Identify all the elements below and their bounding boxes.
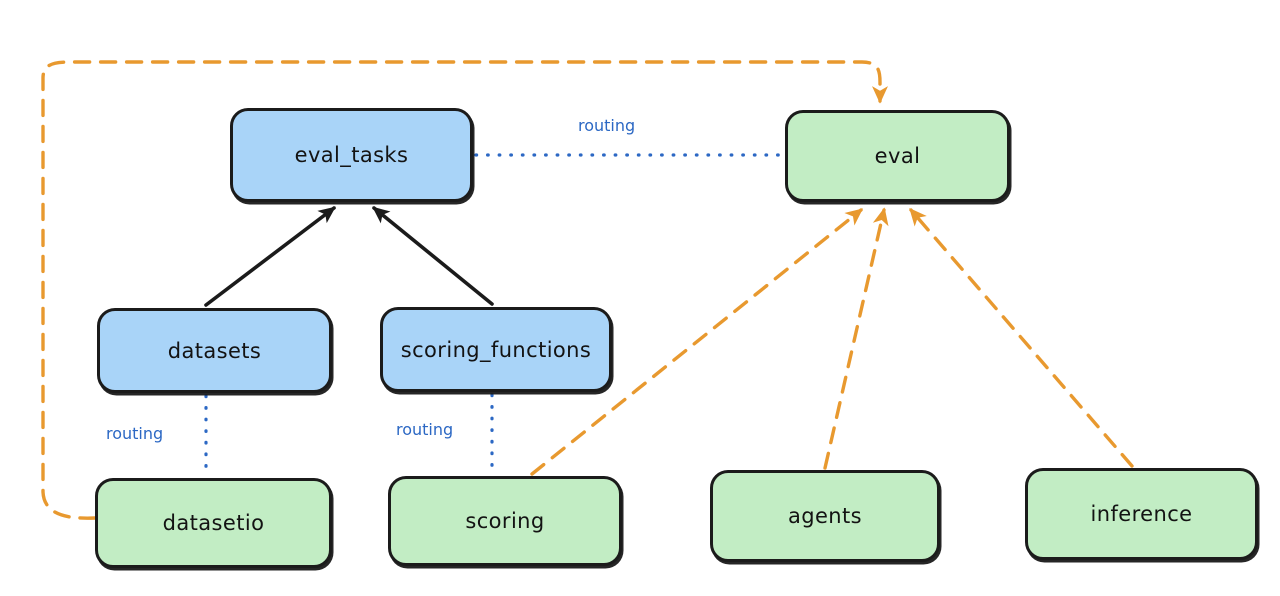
edge-agents-eval: [823, 207, 889, 470]
node-eval-tasks[interactable]: eval_tasks: [230, 108, 473, 202]
node-label: scoring: [465, 509, 545, 533]
node-label: inference: [1090, 502, 1193, 526]
node-label: datasetio: [162, 511, 265, 535]
node-label: scoring_functions: [400, 337, 592, 362]
edge-label-routing-datasets-datasetio: routing: [106, 424, 164, 443]
node-label: datasets: [167, 338, 262, 363]
node-label: agents: [787, 504, 862, 528]
node-inference[interactable]: inference: [1025, 468, 1258, 560]
node-datasetio[interactable]: datasetio: [95, 478, 332, 568]
edge-scoring-functions-eval-tasks: [372, 206, 494, 306]
edge-datasets-eval-tasks: [204, 206, 336, 307]
node-datasets[interactable]: datasets: [97, 308, 332, 393]
node-label: eval: [874, 144, 921, 168]
edge-label-routing-scoring-functions-scoring: routing: [396, 420, 454, 439]
node-scoring-functions[interactable]: scoring_functions: [380, 307, 612, 392]
node-scoring[interactable]: scoring: [388, 476, 622, 566]
node-eval[interactable]: eval: [785, 110, 1010, 202]
node-agents[interactable]: agents: [710, 470, 940, 562]
edge-inference-eval: [909, 207, 1134, 468]
node-label: eval_tasks: [294, 143, 409, 167]
edge-label-routing-eval-tasks-eval: routing: [578, 116, 636, 135]
